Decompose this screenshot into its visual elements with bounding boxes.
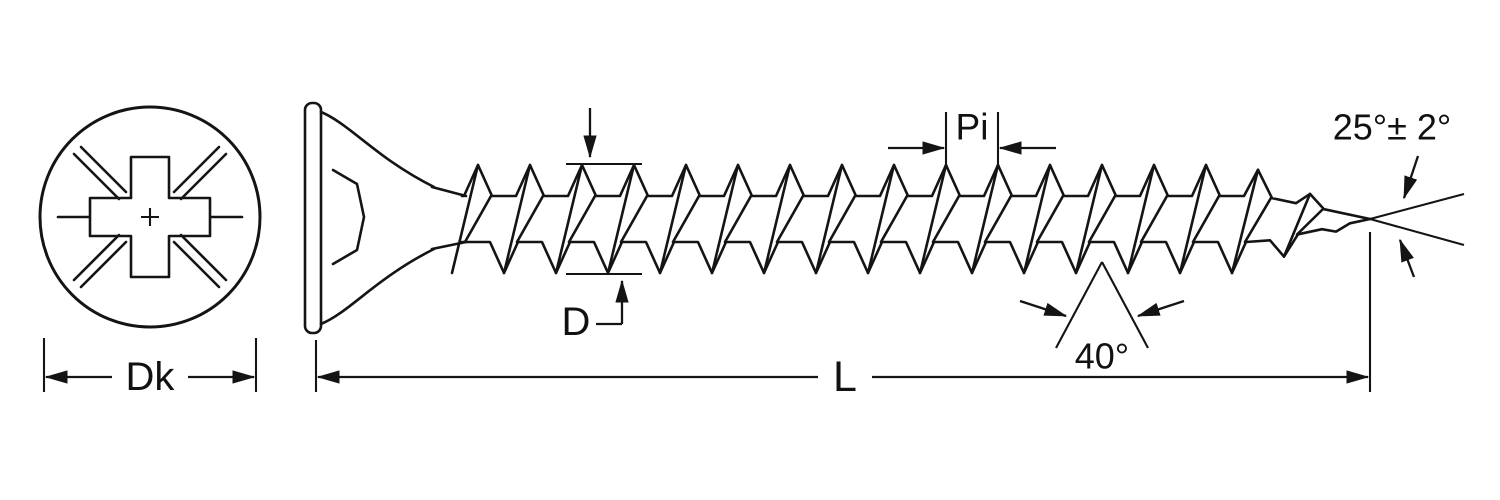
head-taper-top [319,110,436,189]
thread-flank-line [567,194,597,244]
angle-line-right [1101,261,1149,349]
pozidriv-diagonal-ticks [56,145,244,289]
upper-arrow [1402,155,1420,200]
thread-flank-line [1035,194,1065,244]
head-diameter-dimension: Dk [42,338,258,399]
thread-flank-line [450,163,480,275]
thread-diameter-label: D [562,300,591,344]
shank-bottom [430,240,468,251]
pozidriv-cross-recess [88,155,212,279]
thread-flank-line [1178,163,1208,275]
thread-flank-line [970,163,1000,275]
thread-flank-line [775,194,805,244]
thread-flank-line [606,163,636,275]
thread-angle-dimension: 40° [1019,261,1185,377]
thread-flank-line [502,163,532,275]
length-label: L [833,353,857,401]
thread-flank-line [515,194,545,244]
thread-flank-line [866,163,896,275]
thread-top-outline [460,163,1372,221]
pozidriv-center-mark-icon [141,208,159,226]
head-front-view [38,105,262,329]
tip-angle-line-upper [1369,192,1465,221]
tip-angle-dimension: 25°± 2° [1333,107,1465,278]
angle-line-left [1055,261,1103,349]
thread-flank-line [1126,163,1156,275]
tip-angle-line-lower [1369,217,1465,247]
thread-flank-line [1087,194,1117,244]
shank-top [430,185,468,198]
thread-flank-line [918,163,948,275]
pitch-label: Pi [956,107,989,148]
thread-angle-label: 40° [1075,336,1129,377]
thread-flank-line [1295,207,1325,236]
left-arrow [1019,299,1068,318]
thread-flank-line [658,163,688,275]
thread-flank-line [1243,196,1273,244]
thread-flank-line [1191,194,1221,244]
screw-side-view [303,101,1372,335]
thread-helix-lines [450,163,1325,275]
pitch-dimension: Pi [888,107,1056,168]
head-outline-circle [38,105,262,329]
right-arrow [1136,299,1185,318]
thread-flank-line [723,194,753,244]
thread-flank-line [1022,163,1052,275]
thread-flank-line [762,163,792,275]
tip-angle-label: 25°± 2° [1333,107,1452,148]
thread-flank-line [463,194,493,244]
thread-diameter-dimension: D [562,108,642,344]
thread-flank-line [814,163,844,275]
thread-flank-line [710,163,740,275]
thread-flank-line [671,194,701,244]
head-taper-bottom [319,247,436,326]
length-dimension: L [314,232,1372,401]
thread-flank-line [1230,168,1260,275]
thread-flank-line [827,194,857,244]
thread-flank-line [1074,163,1104,275]
head-bearing-face [303,101,323,335]
thread-flank-line [554,163,584,275]
thread-flank-line [931,194,961,244]
thread-flank-line [1282,192,1312,258]
thread-flank-line [1139,194,1169,244]
lower-arrow [1398,238,1416,278]
thread-flank-line [619,194,649,244]
head-diameter-label: Dk [126,355,176,399]
thread-flank-line [879,194,909,244]
thread-flank-line [983,194,1013,244]
recess-side-outline [331,168,366,266]
